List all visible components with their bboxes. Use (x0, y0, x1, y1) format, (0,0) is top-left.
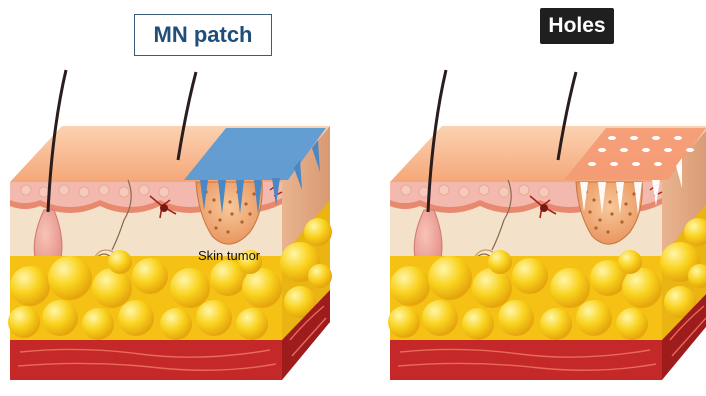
right-skin-block-holes (388, 70, 706, 380)
mn-patch-label: MN patch (134, 14, 272, 56)
skin-tumor-label: Skin tumor (198, 248, 260, 263)
holes-label: Holes (540, 8, 614, 44)
left-skin-block-mn-patch (8, 70, 332, 380)
